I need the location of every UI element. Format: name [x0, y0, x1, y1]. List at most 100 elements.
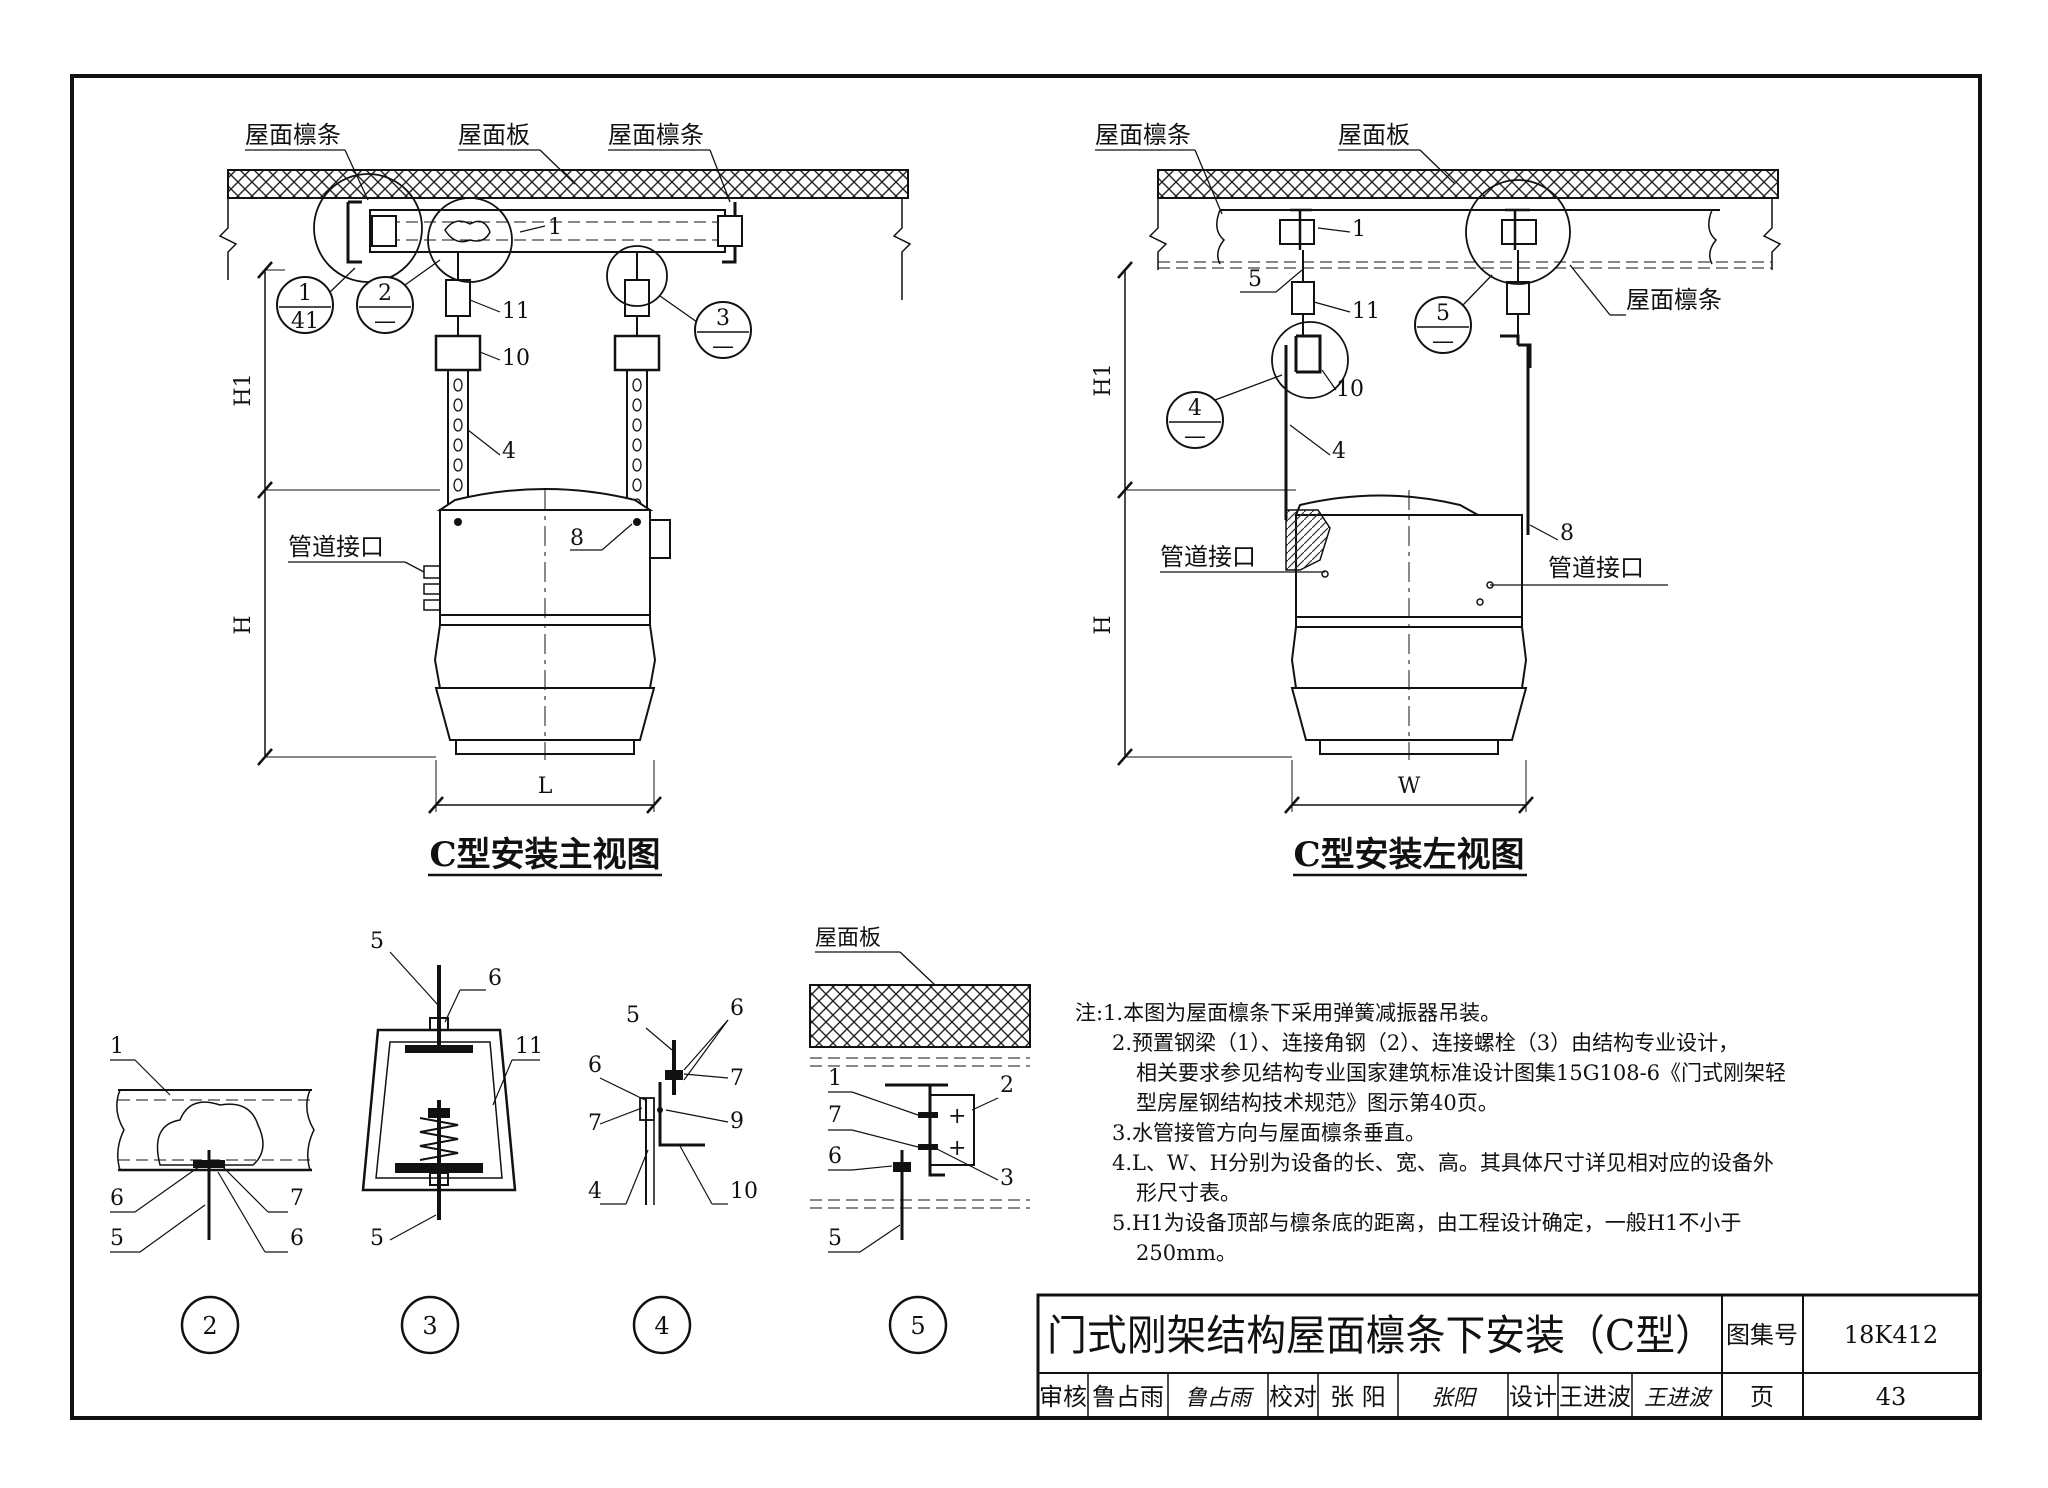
- design-label: 设计: [1509, 1383, 1557, 1411]
- sheet-frame: [70, 74, 1982, 1420]
- label-beam-1: 1: [548, 215, 562, 240]
- part-8-front: 8: [570, 526, 584, 551]
- note-line-7: 形尺寸表。: [1136, 1181, 1241, 1205]
- label-roof-purlin-left: 屋面檩条: [245, 121, 341, 149]
- part-11-front: 11: [502, 299, 530, 324]
- part-4-front: 4: [502, 439, 516, 464]
- d5-part-5: 5: [828, 1226, 842, 1251]
- part-1-lv: 1: [1352, 217, 1366, 242]
- designer-name: 王进波: [1559, 1383, 1631, 1411]
- label-pipe-interface-lv-right: 管道接口: [1548, 554, 1644, 582]
- callout-5-bottom: —: [1432, 329, 1454, 354]
- part-4-lv: 4: [1332, 439, 1346, 464]
- callout-2-bottom: —: [374, 309, 396, 334]
- dim-l: L: [538, 774, 553, 799]
- part-8-lv: 8: [1560, 521, 1574, 546]
- page-label: 页: [1750, 1383, 1774, 1411]
- d2-part-7: 7: [290, 1186, 304, 1211]
- detail-3-id: 3: [422, 1312, 437, 1340]
- note-line-4: 型房屋钢结构技术规范》图示第40页。: [1136, 1091, 1499, 1115]
- detail-2: 1 6 5 7 6 2: [110, 1034, 315, 1355]
- callout-2-top: 2: [378, 281, 392, 306]
- note-line-1: 注:1.本图为屋面檩条下采用弹簧减振器吊装。: [1075, 1001, 1501, 1025]
- callout-4-bottom: —: [1184, 424, 1206, 449]
- callout-3-bottom: —: [712, 334, 734, 359]
- d2-part-6b: 6: [290, 1226, 304, 1251]
- dim-h-front: H: [231, 615, 256, 634]
- detail-3: 5 6 11 5 3: [361, 929, 543, 1355]
- title-left-view: C型安装左视图: [1293, 835, 1524, 875]
- d3-part-11: 11: [515, 1034, 543, 1059]
- d2-part-1: 1: [110, 1034, 124, 1059]
- callout-3-top: 3: [716, 306, 730, 331]
- callout-1-bottom: 41: [291, 309, 319, 334]
- label-roof-purlin-right: 屋面檩条: [608, 121, 704, 149]
- d3-part-6: 6: [488, 966, 502, 991]
- d4-part-6a: 6: [730, 996, 744, 1021]
- d4-part-7a: 7: [730, 1066, 744, 1091]
- label-roof-purlin-lv-right: 屋面檩条: [1626, 286, 1722, 314]
- d4-part-10: 10: [730, 1179, 758, 1204]
- title-front-view: C型安装主视图: [429, 835, 660, 875]
- d2-part-6a: 6: [110, 1186, 124, 1211]
- d4-part-5: 5: [626, 1003, 640, 1028]
- title-block: 门式刚架结构屋面檩条下安装（C型） 图集号 18K412 页 43 审核 鲁占雨…: [1036, 1293, 1982, 1420]
- checker-name: 张 阳: [1330, 1383, 1386, 1411]
- d4-part-4: 4: [588, 1179, 602, 1204]
- part-10-lv: 10: [1336, 377, 1364, 402]
- d5-part-7: 7: [828, 1103, 842, 1128]
- callout-5-top: 5: [1436, 301, 1450, 326]
- designer-signature: 王进波: [1644, 1386, 1713, 1411]
- d2-part-5: 5: [110, 1226, 124, 1251]
- label-roof-purlin-lv: 屋面檩条: [1095, 121, 1191, 149]
- front-view: H1 H L 屋面檩条 屋面板 屋面檩条 1 1 41 2 — 3 —: [218, 121, 912, 877]
- page-number: 43: [1876, 1383, 1907, 1411]
- label-roof-panel: 屋面板: [458, 121, 530, 149]
- part-10-front: 10: [502, 346, 530, 371]
- plus-icon-a: +: [948, 1104, 966, 1129]
- note-line-5: 3.水管接管方向与屋面檩条垂直。: [1112, 1121, 1426, 1145]
- label-pipe-interface-front: 管道接口: [288, 533, 384, 561]
- notes: 注:1.本图为屋面檩条下采用弹簧减振器吊装。 2.预置钢梁（1）、连接角钢（2）…: [1075, 1001, 1786, 1265]
- d4-part-6b: 6: [588, 1053, 602, 1078]
- d5-part-3: 3: [1000, 1166, 1014, 1191]
- atlas-label: 图集号: [1726, 1321, 1798, 1349]
- note-line-2: 2.预置钢梁（1）、连接角钢（2）、连接螺栓（3）由结构专业设计，: [1112, 1031, 1739, 1055]
- callout-1-top: 1: [298, 281, 312, 306]
- detail-4-id: 4: [654, 1312, 669, 1340]
- dim-h-left: H: [1091, 615, 1116, 634]
- note-line-6: 4.L、W、H分别为设备的长、宽、高。其具体尺寸详见相对应的设备外: [1112, 1151, 1774, 1175]
- note-line-3: 相关要求参见结构专业国家建筑标准设计图集15G108-6《门式刚架轻: [1136, 1061, 1786, 1085]
- detail-5-id: 5: [910, 1312, 925, 1340]
- detail-4: 5 6 7 6 7 9 4 10 4: [588, 996, 758, 1355]
- dim-h1-left: H1: [1091, 363, 1116, 396]
- review-label: 审核: [1039, 1383, 1087, 1411]
- d5-part-6: 6: [828, 1144, 842, 1169]
- checker-signature: 张阳: [1431, 1386, 1478, 1411]
- callout-4-top: 4: [1188, 396, 1202, 421]
- d5-part-1: 1: [828, 1066, 842, 1091]
- label-pipe-interface-lv-left: 管道接口: [1160, 543, 1256, 571]
- note-line-8: 5.H1为设备顶部与檩条底的距离，由工程设计确定，一般H1不小于: [1112, 1211, 1741, 1235]
- atlas-number: 18K412: [1844, 1321, 1938, 1349]
- label-roof-panel-lv: 屋面板: [1338, 121, 1410, 149]
- d3-part-5b: 5: [370, 1226, 384, 1251]
- d4-part-7b: 7: [588, 1111, 602, 1136]
- part-11-lv: 11: [1352, 299, 1380, 324]
- d4-part-9: 9: [730, 1109, 744, 1134]
- dim-h1-front: H1: [231, 373, 256, 406]
- reviewer-name: 鲁占雨: [1092, 1383, 1164, 1411]
- left-view: H1 H W 屋面檩条 屋面板 屋面檩条 1 5 11 10 4 8 管道接口 …: [1091, 121, 1782, 877]
- d3-part-5a: 5: [370, 929, 384, 954]
- d5-part-2: 2: [1000, 1073, 1014, 1098]
- note-line-9: 250mm。: [1136, 1241, 1237, 1265]
- part-5-lv: 5: [1248, 267, 1262, 292]
- detail-5: + + 屋面板 1 2 7 6 3 5 5: [809, 926, 1031, 1355]
- drawing-title: 门式刚架结构屋面檩条下安装（C型）: [1047, 1311, 1715, 1360]
- detail-2-id: 2: [202, 1312, 217, 1340]
- dim-w: W: [1398, 774, 1421, 799]
- label-roof-panel-d5: 屋面板: [815, 926, 881, 951]
- check-label: 校对: [1269, 1383, 1317, 1411]
- plus-icon-b: +: [948, 1136, 966, 1161]
